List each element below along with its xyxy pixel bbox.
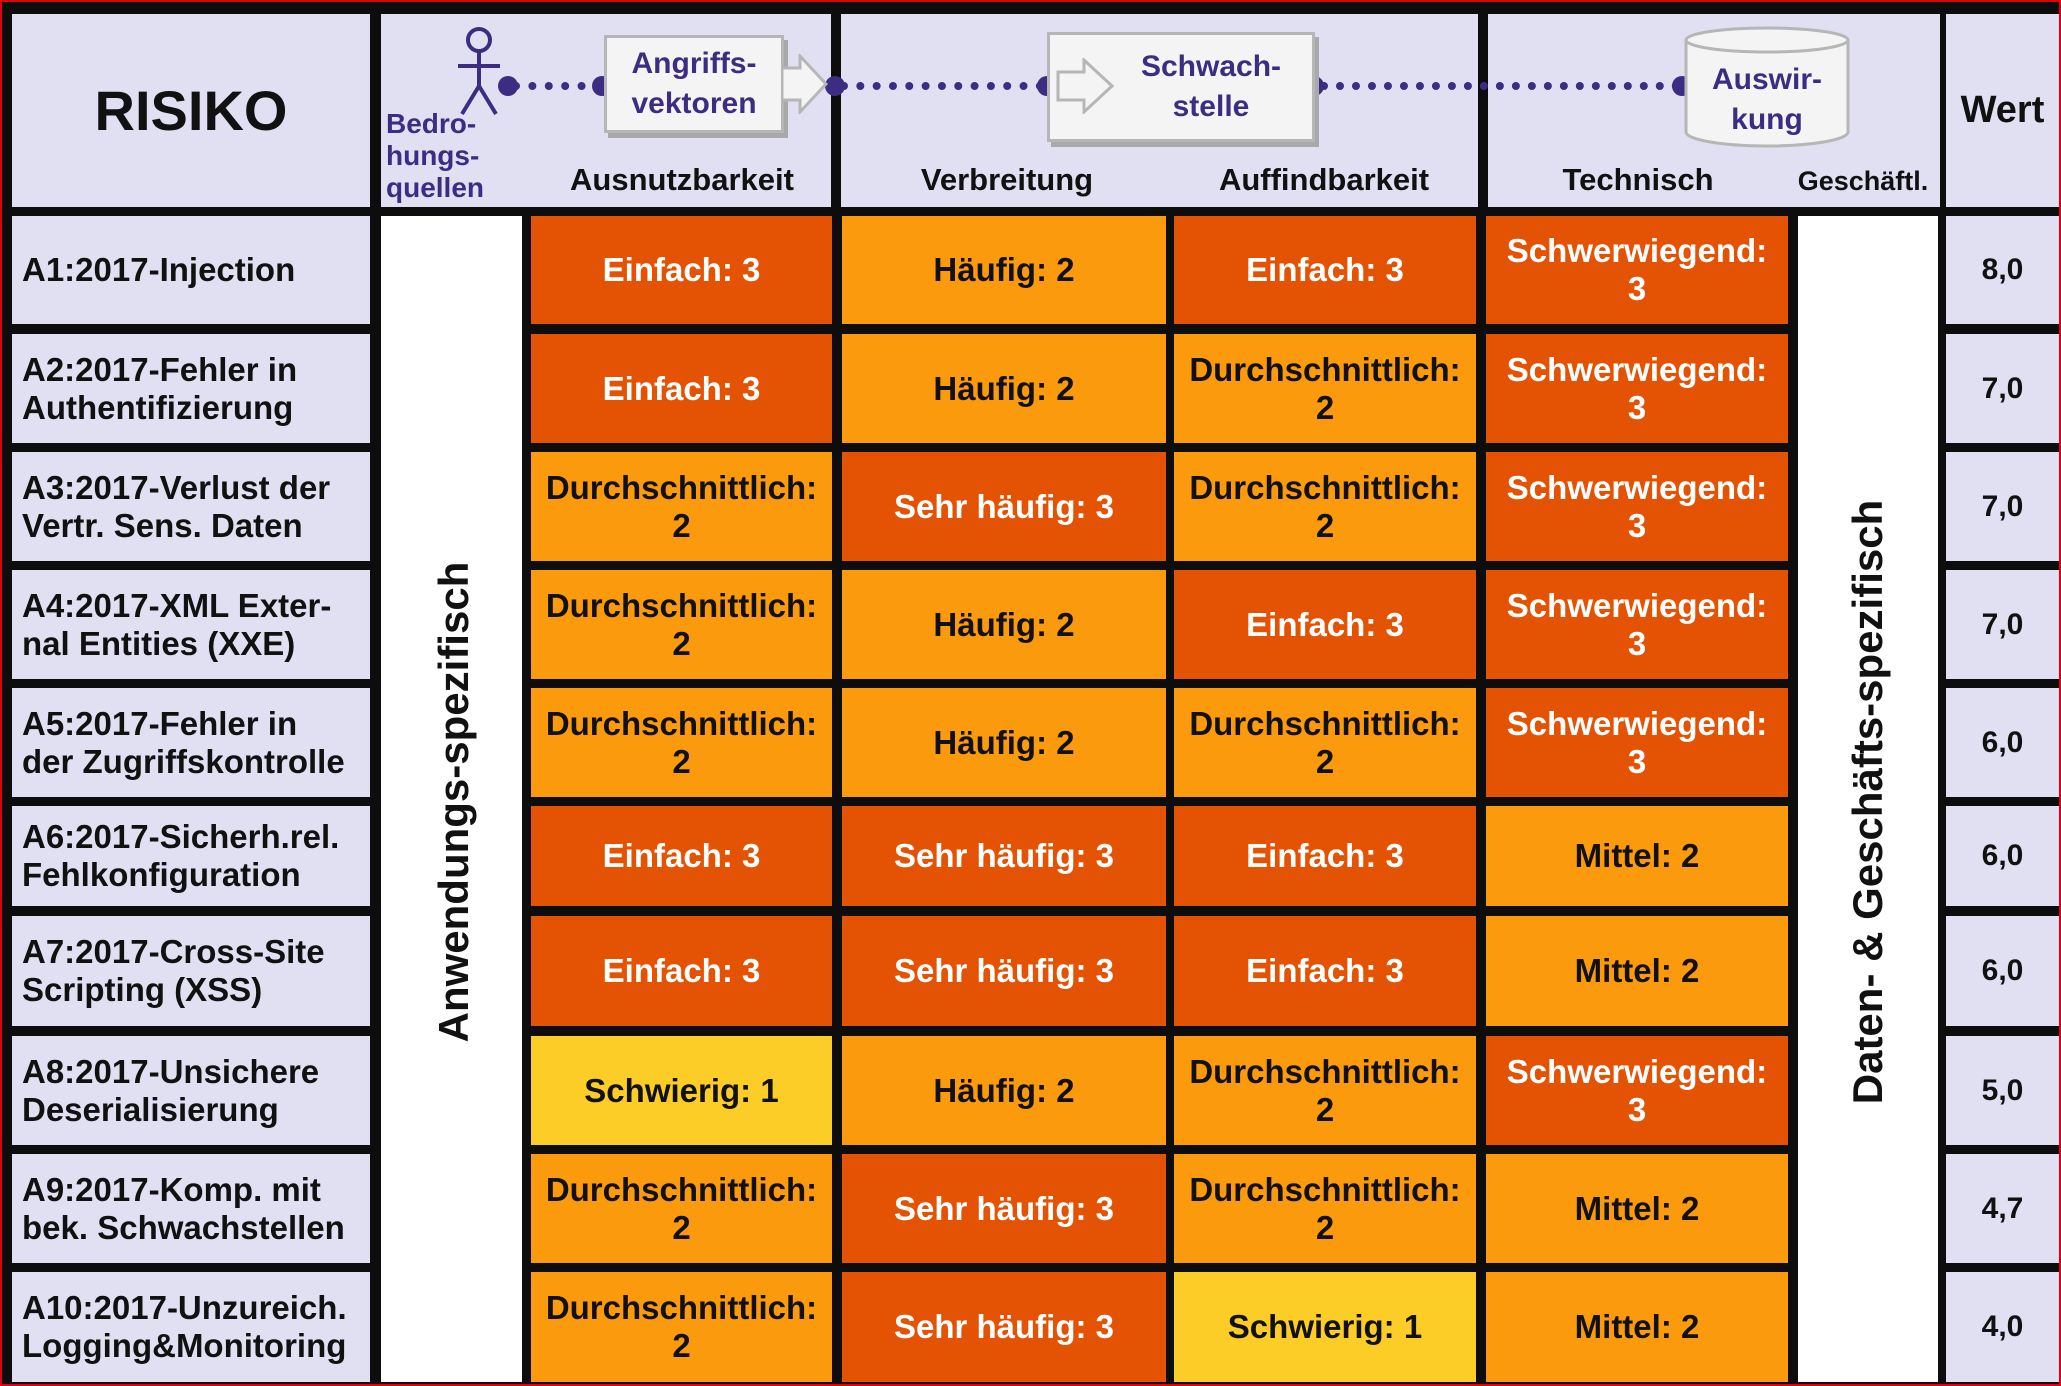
cell-wert: 6,0	[1946, 916, 2059, 1026]
header-divider	[831, 14, 841, 207]
connector-dot	[825, 76, 845, 96]
cell-verbreitung: Häufig: 2	[842, 688, 1166, 797]
cell-technisch: Schwerwiegend: 3	[1486, 334, 1788, 443]
arrow-right-icon	[782, 54, 828, 114]
cell-technisch: Mittel: 2	[1486, 1154, 1788, 1263]
col-header-auffindbarkeit: Auffindbarkeit	[1218, 162, 1430, 197]
cell-technisch: Mittel: 2	[1486, 806, 1788, 906]
risk-label: A6:2017-Sicherh.rel. Fehlkonfiguration	[12, 806, 370, 906]
cell-verbreitung: Sehr häufig: 3	[842, 452, 1166, 561]
col-header-verbreitung: Verbreitung	[920, 162, 1094, 197]
cell-technisch: Schwerwiegend: 3	[1486, 570, 1788, 679]
business-specific-column	[1798, 216, 1938, 1382]
risk-label: A2:2017-Fehler in Authentifizierung	[12, 334, 370, 443]
cell-verbreitung: Häufig: 2	[842, 570, 1166, 679]
cell-ausnutzbarkeit: Einfach: 3	[531, 216, 832, 324]
cell-auffindbarkeit: Schwierig: 1	[1174, 1272, 1476, 1382]
cell-wert: 6,0	[1946, 806, 2059, 906]
wert-header: Wert	[1946, 14, 2059, 207]
connector-line	[512, 82, 602, 90]
cell-verbreitung: Häufig: 2	[842, 216, 1166, 324]
cell-auffindbarkeit: Durchschnittlich: 2	[1174, 688, 1476, 797]
cell-auffindbarkeit: Einfach: 3	[1174, 570, 1476, 679]
cell-auffindbarkeit: Einfach: 3	[1174, 216, 1476, 324]
cell-auffindbarkeit: Durchschnittlich: 2	[1174, 334, 1476, 443]
cell-verbreitung: Häufig: 2	[842, 334, 1166, 443]
cell-wert: 7,0	[1946, 334, 2059, 443]
cell-ausnutzbarkeit: Schwierig: 1	[531, 1036, 832, 1145]
cell-auffindbarkeit: Durchschnittlich: 2	[1174, 1036, 1476, 1145]
risk-label: A4:2017-XML Exter- nal Entities (XXE)	[12, 570, 370, 679]
risiko-title: RISIKO	[94, 79, 288, 142]
risk-label: A9:2017-Komp. mit bek. Schwachstellen	[12, 1154, 370, 1263]
cell-verbreitung: Sehr häufig: 3	[842, 916, 1166, 1026]
cell-technisch: Schwerwiegend: 3	[1486, 452, 1788, 561]
cell-wert: 5,0	[1946, 1036, 2059, 1145]
risk-label: A5:2017-Fehler in der Zugriffskontrolle	[12, 688, 370, 797]
risk-label: A8:2017-Unsichere Deserialisierung	[12, 1036, 370, 1145]
cell-auffindbarkeit: Einfach: 3	[1174, 806, 1476, 906]
risk-label: A3:2017-Verlust der Vertr. Sens. Daten	[12, 452, 370, 561]
cell-wert: 7,0	[1946, 452, 2059, 561]
weakness-label: Schwach- stelle	[1140, 50, 1282, 123]
cell-ausnutzbarkeit: Durchschnittlich: 2	[531, 688, 832, 797]
cell-wert: 7,0	[1946, 570, 2059, 679]
cell-ausnutzbarkeit: Einfach: 3	[531, 334, 832, 443]
col-header-technisch: Technisch	[1562, 162, 1714, 197]
cell-verbreitung: Häufig: 2	[842, 1036, 1166, 1145]
cell-technisch: Schwerwiegend: 3	[1486, 688, 1788, 797]
connector-dot	[498, 76, 518, 96]
cell-technisch: Schwerwiegend: 3	[1486, 216, 1788, 324]
risk-label: A1:2017-Injection	[12, 216, 370, 324]
impact-label: Auswir- kung	[1711, 63, 1822, 136]
cell-verbreitung: Sehr häufig: 3	[842, 806, 1166, 906]
risk-label: A10:2017-Unzureich. Logging&Monitoring	[12, 1272, 370, 1382]
cell-auffindbarkeit: Durchschnittlich: 2	[1174, 452, 1476, 561]
cell-ausnutzbarkeit: Einfach: 3	[531, 916, 832, 1026]
cell-technisch: Mittel: 2	[1486, 916, 1788, 1026]
cell-wert: 6,0	[1946, 688, 2059, 797]
header-divider	[1478, 14, 1488, 207]
cell-technisch: Schwerwiegend: 3	[1486, 1036, 1788, 1145]
business-specific-label: Daten- & Geschäfts-spezifisch	[1844, 499, 1891, 1105]
cell-verbreitung: Sehr häufig: 3	[842, 1154, 1166, 1263]
cell-ausnutzbarkeit: Durchschnittlich: 2	[531, 452, 832, 561]
cell-wert: 4,0	[1946, 1272, 2059, 1382]
risiko-header: RISIKO	[12, 14, 370, 207]
arrow-right-icon	[1056, 58, 1114, 114]
application-specific-column	[381, 216, 522, 1382]
application-specific-label: Anwendungs-spezifisch	[430, 561, 477, 1043]
cell-wert: 8,0	[1946, 216, 2059, 324]
threat-sources-label: Bedro- hungs- quellen	[386, 108, 485, 203]
connector-line	[840, 82, 1044, 90]
connector-line	[1320, 82, 1680, 90]
cell-auffindbarkeit: Durchschnittlich: 2	[1174, 1154, 1476, 1263]
wert-title: Wert	[1960, 89, 2045, 131]
cell-ausnutzbarkeit: Durchschnittlich: 2	[531, 1272, 832, 1382]
cell-ausnutzbarkeit: Einfach: 3	[531, 806, 832, 906]
cell-auffindbarkeit: Einfach: 3	[1174, 916, 1476, 1026]
cell-ausnutzbarkeit: Durchschnittlich: 2	[531, 1154, 832, 1263]
attack-vectors-box: Angriffs- vektoren	[604, 35, 784, 133]
cell-wert: 4,7	[1946, 1154, 2059, 1263]
cell-technisch: Mittel: 2	[1486, 1272, 1788, 1382]
attacker-actor-icon	[458, 27, 500, 116]
attack-vectors-label: Angriffs- vektoren	[631, 47, 757, 120]
cell-verbreitung: Sehr häufig: 3	[842, 1272, 1166, 1382]
database-cylinder-icon	[1684, 26, 1850, 148]
cell-ausnutzbarkeit: Durchschnittlich: 2	[531, 570, 832, 679]
col-header-ausnutzbarkeit: Ausnutzbarkeit	[570, 162, 794, 197]
col-header-geschaeftl: Geschäftl.	[1797, 166, 1929, 196]
risk-label: A7:2017-Cross-Site Scripting (XSS)	[12, 916, 370, 1026]
